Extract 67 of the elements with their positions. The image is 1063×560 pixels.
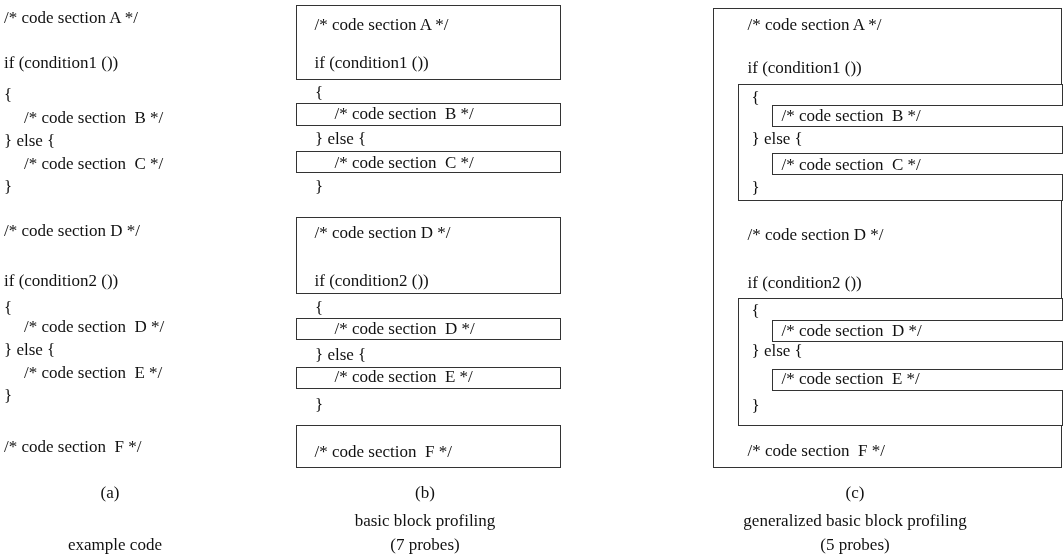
code-line: /* code section F */ [4,437,142,457]
caption-text: (c) [845,483,865,503]
code-block-box [772,320,1063,342]
code-block-box [296,425,561,468]
caption-text: basic block profiling [354,511,496,531]
code-block-box [296,217,561,294]
code-line: if (condition1 ()) [4,53,119,73]
code-line: { [751,87,760,108]
code-line: /* code section D */ [4,221,140,241]
code-line: /* code section F */ [314,441,452,462]
code-line: /* code section D */ [781,320,922,341]
code-line: } else { [315,345,367,365]
code-line: { [315,83,324,103]
caption-text: (b) [415,483,435,503]
code-line: { [751,300,760,321]
code-line: } else { [315,129,367,149]
code-line: if (condition2 ()) [4,271,119,291]
code-line: } [315,177,324,197]
caption-text: example code [68,535,162,555]
code-line: /* code section A */ [314,14,449,35]
code-line: /* code section E */ [24,363,163,383]
code-line: } [4,386,13,406]
caption-text: (a) [100,483,120,503]
code-block-box [772,369,1063,391]
code-line: } else { [4,340,56,360]
caption-text: (7 probes) [390,535,460,555]
caption-text: generalized basic block profiling [743,511,967,531]
code-block-box [772,105,1063,127]
code-line: } else { [751,340,803,361]
code-line: } [315,395,324,415]
code-block-box [713,8,1062,468]
code-line: } [751,395,760,416]
code-line: if (condition2 ()) [747,272,862,293]
code-line: { [4,298,13,318]
code-line: } else { [751,128,803,149]
code-line: /* code section D */ [24,317,165,337]
code-block-box [738,84,1063,201]
code-block-box [772,153,1063,175]
caption-text: (5 probes) [820,535,890,555]
code-line: } else { [4,131,56,151]
code-block-box [296,151,561,173]
code-line: /* code section D */ [747,224,884,245]
code-line: /* code section E */ [781,368,920,389]
code-line: if (condition1 ()) [314,52,429,73]
code-line: } [751,177,760,198]
code-line: /* code section E */ [334,366,473,387]
code-line: /* code section B */ [781,105,921,126]
code-block-box [296,5,561,80]
code-block-box [738,298,1063,426]
code-line: /* code section A */ [747,14,882,35]
code-line: } [4,177,13,197]
code-line: /* code section D */ [314,222,451,243]
code-line: /* code section A */ [4,8,139,28]
code-line: /* code section D */ [334,318,475,339]
code-line: { [4,85,13,105]
code-line: /* code section C */ [24,154,164,174]
code-line: /* code section C */ [781,154,921,175]
code-block-box [296,103,561,126]
code-line: if (condition2 ()) [314,270,429,291]
code-line: /* code section F */ [747,440,885,461]
code-line: /* code section B */ [24,108,164,128]
code-line: /* code section C */ [334,152,474,173]
code-line: if (condition1 ()) [747,57,862,78]
code-line: { [315,298,324,318]
code-line: /* code section B */ [334,103,474,124]
code-block-box [296,318,561,340]
code-block-box [296,367,561,389]
